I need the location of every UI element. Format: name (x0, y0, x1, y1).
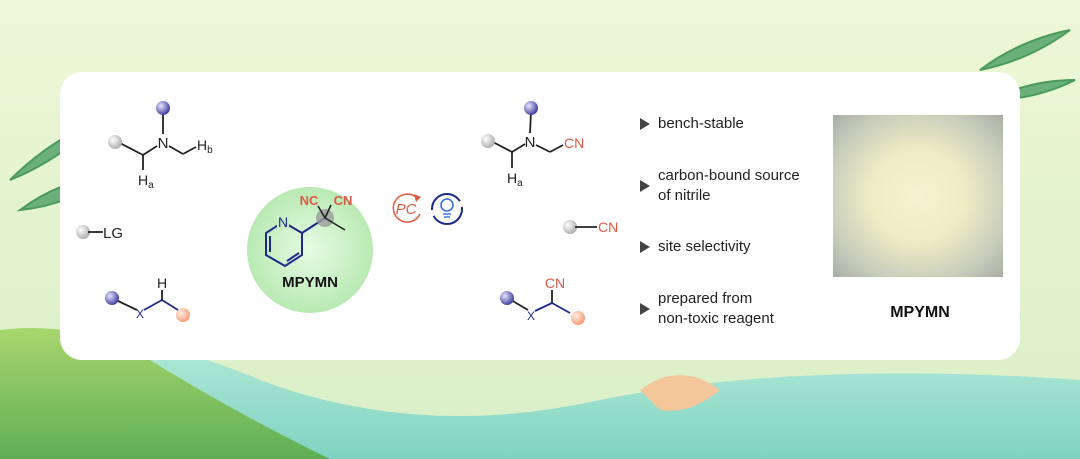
triangle-bullet-icon (640, 241, 650, 253)
triangle-bullet-icon (640, 118, 650, 130)
substituent-ball (571, 311, 585, 325)
substituent-ball (524, 101, 538, 115)
atom-x: X (136, 307, 144, 321)
atom-x: X (527, 309, 535, 323)
atom-hb: Hb (197, 137, 213, 156)
pyridine-n: N (278, 214, 288, 230)
substituent-ball (108, 135, 122, 149)
substituent-ball (156, 101, 170, 115)
triangle-bullet-icon (640, 303, 650, 315)
svg-text:PC: PC (396, 201, 417, 218)
photocatalyst-icon: PC (392, 193, 421, 223)
cn-group: CN (598, 219, 618, 235)
cn-group: CN (334, 193, 353, 208)
amine-substrate (117, 112, 197, 170)
substituent-ball (105, 291, 119, 305)
photo-label: MPYMN (890, 304, 950, 321)
atom-h: H (157, 275, 167, 291)
nc-group: NC (300, 193, 319, 208)
shell-icon (640, 375, 720, 411)
feature-site-selectivity: site selectivity (640, 237, 751, 257)
substituent-ball (563, 220, 577, 234)
substituent-ball (500, 291, 514, 305)
atom-n: N (158, 135, 169, 152)
substituent-ball (76, 225, 90, 239)
reagent-label: MPYMN (282, 274, 338, 291)
leaving-group: LG (103, 225, 123, 242)
lightbulb-icon (431, 193, 463, 225)
atom-ha: Ha (138, 172, 154, 191)
substituent-ball (176, 308, 190, 322)
feature-bench-stable: bench-stable (640, 114, 744, 134)
atom-ha: Ha (507, 170, 523, 189)
mpymn-powder-photo (833, 115, 1003, 277)
substituent-ball (481, 134, 495, 148)
atom-n: N (525, 134, 536, 151)
triangle-bullet-icon (640, 180, 650, 192)
cn-group: CN (564, 135, 584, 151)
cn-group: CN (545, 275, 565, 291)
